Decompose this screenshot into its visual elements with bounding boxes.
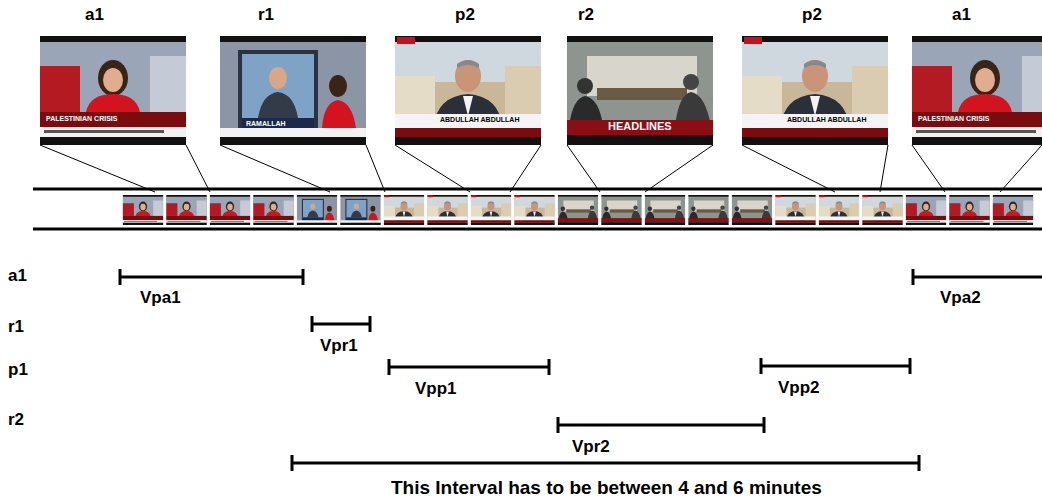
film-frame xyxy=(297,195,337,225)
screen-caption: PALESTINIAN CRISIS xyxy=(918,115,989,122)
interval-label: Vpr1 xyxy=(320,337,358,354)
screen-caption: PALESTINIAN CRISIS xyxy=(46,115,117,122)
film-frame xyxy=(601,195,641,225)
screen-caption: ABDULLAH ABDULLAH xyxy=(787,116,866,123)
film-frame xyxy=(775,195,815,225)
row-label: r1 xyxy=(8,318,24,335)
row-label: p1 xyxy=(8,361,28,378)
film-frame xyxy=(166,195,206,225)
interval-note: This Interval has to be between 4 and 6 … xyxy=(391,478,822,497)
film-frame xyxy=(514,195,554,225)
film-frame xyxy=(384,195,424,225)
thumbnail-r1 xyxy=(220,36,366,145)
leader-lines xyxy=(40,145,1042,192)
thumbnail-p2 xyxy=(742,36,888,145)
film-frame xyxy=(862,195,902,225)
row-label: r2 xyxy=(8,411,24,428)
film-frame xyxy=(340,195,380,225)
interval-label: Vpa2 xyxy=(940,289,981,306)
frame-tag: p2 xyxy=(455,6,475,23)
interval-label: Vpp2 xyxy=(778,379,820,396)
screen-caption: ABDULLAH ABDULLAH xyxy=(440,116,519,123)
film-frame xyxy=(732,195,772,225)
screen-caption: RAMALLAH xyxy=(246,120,286,127)
film-frame xyxy=(558,195,598,225)
frame-tag: p2 xyxy=(802,6,822,23)
interval-label: Vpr2 xyxy=(572,438,610,455)
film-frame xyxy=(210,195,250,225)
frame-tag: r1 xyxy=(258,6,274,23)
thumbnail-r2 xyxy=(567,36,713,145)
film-frame xyxy=(949,195,989,225)
film-frame xyxy=(819,195,859,225)
interval-label: Vpp1 xyxy=(415,380,457,397)
film-frames xyxy=(123,195,1033,225)
frame-tag: a1 xyxy=(952,6,971,23)
film-strip-edge xyxy=(33,228,1042,231)
screen-caption: HEADLINES xyxy=(608,121,672,132)
film-frame xyxy=(906,195,946,225)
film-frame xyxy=(123,195,163,225)
film-frame xyxy=(993,195,1033,225)
film-frame xyxy=(471,195,511,225)
film-strip-edge xyxy=(33,188,1042,191)
film-frame xyxy=(427,195,467,225)
film-frame xyxy=(253,195,293,225)
interval-bars xyxy=(120,269,1042,471)
frame-tag: r2 xyxy=(578,6,594,23)
thumbnail-a1 xyxy=(912,36,1042,145)
frame-tag: a1 xyxy=(85,6,104,23)
film-frame xyxy=(688,195,728,225)
thumbnail-p2 xyxy=(395,36,541,145)
interval-label: Vpa1 xyxy=(140,289,181,306)
row-label: a1 xyxy=(8,267,27,284)
film-frame xyxy=(645,195,685,225)
thumbnail-a1 xyxy=(40,36,186,145)
